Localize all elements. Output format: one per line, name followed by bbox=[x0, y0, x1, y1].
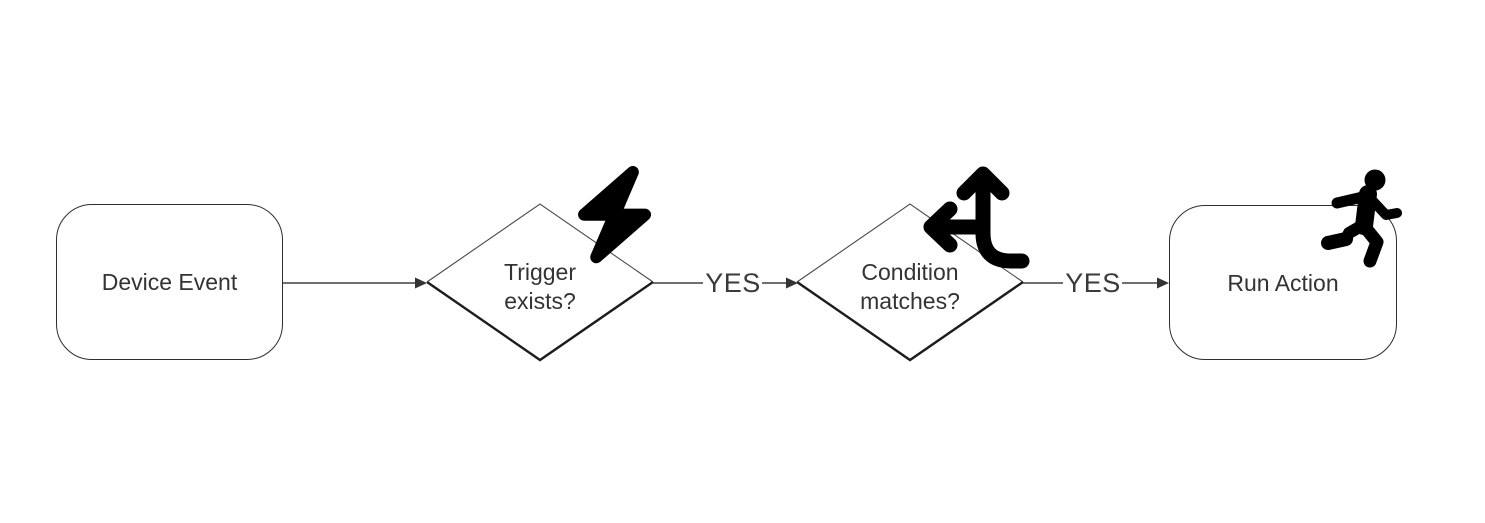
split-arrows-up-head bbox=[956, 166, 1010, 201]
arrowhead-icon bbox=[415, 277, 427, 289]
node-trigger-exists-label: Trigger exists? bbox=[504, 259, 576, 314]
edge-label-yes-2: YES bbox=[1065, 267, 1121, 298]
runner-back-arm bbox=[1331, 190, 1373, 209]
node-run-action: Run Action bbox=[1169, 205, 1397, 360]
bolt-icon bbox=[578, 165, 652, 264]
split-arrows-left-head bbox=[923, 201, 958, 253]
arrowhead-icon bbox=[786, 277, 798, 289]
edge-label-yes-1: YES bbox=[705, 267, 761, 298]
runner-head bbox=[1364, 169, 1386, 191]
split-arrows-icon bbox=[923, 166, 1030, 269]
node-condition-matches-label: Condition matches? bbox=[860, 259, 960, 314]
arrowhead-icon bbox=[1157, 277, 1169, 289]
node-run-action-label: Run Action bbox=[1227, 269, 1339, 296]
split-arrows-stem bbox=[975, 171, 1030, 269]
node-device-event-label: Device Event bbox=[101, 269, 238, 295]
node-device-event: Device Event bbox=[56, 204, 283, 360]
